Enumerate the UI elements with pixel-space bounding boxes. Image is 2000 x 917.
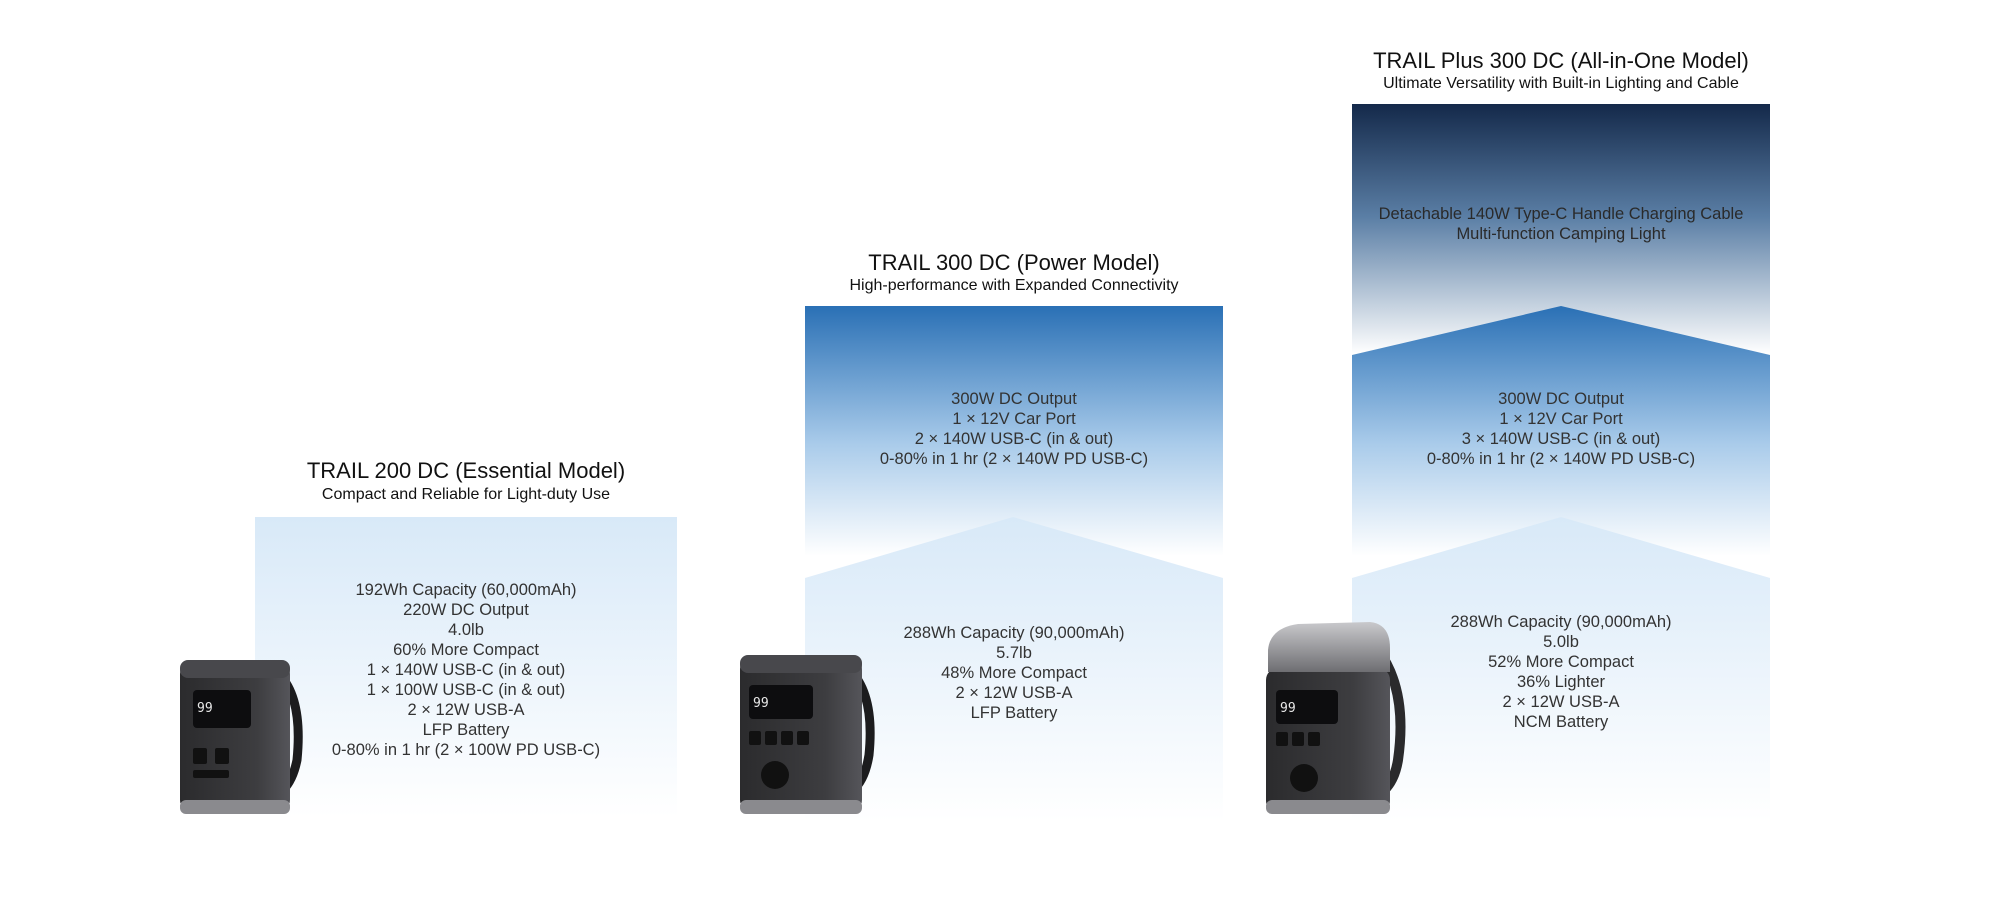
spec-item: 0-80% in 1 hr (2 × 100W PD USB-C): [331, 741, 601, 759]
model3-title: TRAIL Plus 300 DC (All-in-One Model): [1373, 48, 1749, 73]
spec-item: 220W DC Output: [403, 601, 529, 619]
model1-base-panel: [255, 517, 677, 817]
spec-item: 3 × 140W USB-C (in & out): [1461, 430, 1661, 448]
spec-item: 288Wh Capacity (90,000mAh): [903, 624, 1125, 642]
svg-text:99: 99: [753, 696, 769, 711]
spec-item: 4.0lb: [448, 621, 484, 639]
spec-item: LFP Battery: [422, 721, 510, 739]
spec-item: 5.7lb: [996, 644, 1032, 662]
model2-lower-specs: 288Wh Capacity (90,000mAh) 5.7lb 48% Mor…: [814, 623, 1214, 723]
svg-text:99: 99: [197, 701, 213, 716]
spec-item: 192Wh Capacity (60,000mAh): [355, 581, 577, 599]
spec-item: 1 × 12V Car Port: [952, 410, 1076, 428]
spec-item: 5.0lb: [1543, 633, 1579, 651]
spec-item: 1 × 140W USB-C (in & out): [366, 661, 566, 679]
spec-item: LFP Battery: [970, 704, 1058, 722]
power-station-compact-icon: 99: [180, 660, 303, 814]
model2-title: TRAIL 300 DC (Power Model): [868, 250, 1160, 275]
spec-item: 288Wh Capacity (90,000mAh): [1450, 613, 1672, 631]
model3-tagline: Ultimate Versatility with Built-in Light…: [1383, 75, 1739, 92]
model3-base-arrow: [1352, 517, 1770, 822]
model2-upper-specs: 300W DC Output 1 × 12V Car Port 2 × 140W…: [814, 389, 1214, 469]
spec-item: 52% More Compact: [1488, 653, 1634, 671]
svg-text:99: 99: [1280, 701, 1296, 716]
spec-item: 2 × 140W USB-C (in & out): [914, 430, 1114, 448]
model3-top-specs: Detachable 140W Type-C Handle Charging C…: [1361, 204, 1761, 244]
spec-item: 0-80% in 1 hr (2 × 140W PD USB-C): [879, 450, 1149, 468]
spec-item: Multi-function Camping Light: [1456, 225, 1666, 243]
power-station-plus-with-light-icon: 99: [1266, 622, 1406, 814]
spec-item: 1 × 100W USB-C (in & out): [366, 681, 566, 699]
power-station-power-icon: 99: [740, 655, 875, 814]
model3-lower-specs: 288Wh Capacity (90,000mAh) 5.0lb 52% Mor…: [1361, 612, 1761, 732]
model2-upper-panel: [805, 306, 1223, 556]
model2-base-arrow: [805, 517, 1223, 822]
model2-tagline: High-performance with Expanded Connectiv…: [849, 277, 1179, 294]
spec-item: 300W DC Output: [1498, 390, 1624, 408]
spec-item: 60% More Compact: [393, 641, 539, 659]
spec-item: NCM Battery: [1513, 713, 1609, 731]
spec-item: 2 × 12W USB-A: [955, 684, 1073, 702]
spec-item: 2 × 12W USB-A: [407, 701, 525, 719]
spec-item: 2 × 12W USB-A: [1502, 693, 1620, 711]
model1-tagline: Compact and Reliable for Light-duty Use: [321, 486, 611, 503]
spec-item: 1 × 12V Car Port: [1499, 410, 1623, 428]
spec-item: 300W DC Output: [951, 390, 1077, 408]
spec-item: 48% More Compact: [941, 664, 1087, 682]
spec-item: 0-80% in 1 hr (2 × 140W PD USB-C): [1426, 450, 1696, 468]
model1-specs: 192Wh Capacity (60,000mAh) 220W DC Outpu…: [266, 580, 666, 760]
model3-upper-arrow: [1352, 306, 1770, 556]
spec-item: 36% Lighter: [1516, 673, 1606, 691]
model1-title: TRAIL 200 DC (Essential Model): [306, 458, 626, 483]
spec-item: Detachable 140W Type-C Handle Charging C…: [1378, 205, 1744, 223]
model3-upper-specs: 300W DC Output 1 × 12V Car Port 3 × 140W…: [1361, 389, 1761, 469]
